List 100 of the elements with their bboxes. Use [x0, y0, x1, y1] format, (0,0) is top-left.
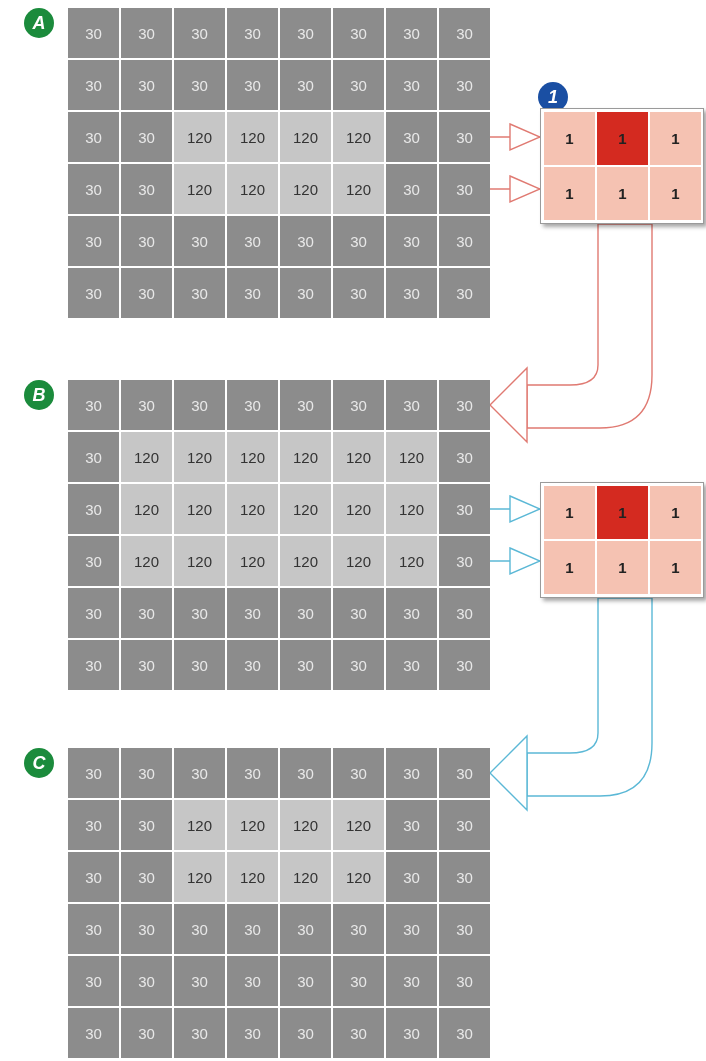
grid-cell: 30: [121, 904, 172, 954]
grid-cell: 120: [174, 852, 225, 902]
grid-cell: 30: [333, 640, 384, 690]
grid-cell: 30: [174, 956, 225, 1006]
grid-cell: 30: [227, 640, 278, 690]
grid-cell: 120: [280, 432, 331, 482]
grid-cell: 120: [280, 164, 331, 214]
grid-cell: 30: [68, 216, 119, 266]
grid-cell: 30: [333, 268, 384, 318]
grid-cell: 30: [121, 216, 172, 266]
grid-cell: 30: [280, 216, 331, 266]
grid-cell: 30: [386, 216, 437, 266]
kernel-cell: 1: [544, 112, 595, 165]
grid-cell: 30: [227, 1008, 278, 1058]
grid-cell: 30: [280, 956, 331, 1006]
grid-cell: 30: [439, 216, 490, 266]
kernel-cell: 1: [597, 486, 648, 539]
grid-cell: 30: [227, 8, 278, 58]
grid-cell: 30: [280, 60, 331, 110]
grid-cell: 120: [280, 536, 331, 586]
step-badge: C: [24, 748, 54, 778]
grid-cell: 30: [68, 588, 119, 638]
grid-cell: 30: [439, 800, 490, 850]
grid-cell: 120: [121, 432, 172, 482]
grid-cell: 30: [68, 164, 119, 214]
grid-cell: 30: [174, 60, 225, 110]
grid-cell: 30: [333, 904, 384, 954]
grid-cell: 120: [386, 536, 437, 586]
raster-grid: [68, 748, 490, 1058]
grid-cell: 120: [174, 164, 225, 214]
grid-cell: 30: [280, 588, 331, 638]
grid-cell: 30: [439, 904, 490, 954]
grid-cell: 30: [121, 640, 172, 690]
kernel-cell: 1: [650, 486, 701, 539]
kernel-cell: 1: [650, 112, 701, 165]
filter-kernel: [540, 482, 704, 598]
grid-cell: 30: [121, 112, 172, 162]
grid-cell: 120: [227, 484, 278, 534]
grid-cell: 120: [227, 112, 278, 162]
grid-cell: 30: [333, 60, 384, 110]
grid-cell: 30: [280, 268, 331, 318]
grid-cell: 30: [386, 640, 437, 690]
grid-cell: 30: [68, 484, 119, 534]
grid-cell: 30: [333, 216, 384, 266]
grid-cell: 30: [68, 800, 119, 850]
kernel-cell: 1: [544, 167, 595, 220]
raster-grid: [68, 8, 490, 318]
grid-cell: 120: [280, 484, 331, 534]
step-badge: A: [24, 8, 54, 38]
grid-cell: 30: [227, 380, 278, 430]
grid-cell: 30: [121, 1008, 172, 1058]
grid-cell: 120: [333, 164, 384, 214]
grid-cell: 30: [386, 380, 437, 430]
grid-cell: 30: [386, 956, 437, 1006]
grid-cell: 30: [174, 588, 225, 638]
grid-cell: 30: [280, 748, 331, 798]
grid-cell: 30: [439, 60, 490, 110]
grid-cell: 30: [174, 8, 225, 58]
grid-cell: 30: [280, 1008, 331, 1058]
grid-cell: 120: [121, 484, 172, 534]
grid-cell: 120: [174, 432, 225, 482]
grid-cell: 30: [280, 904, 331, 954]
grid-cell: 30: [174, 1008, 225, 1058]
grid-cell: 30: [439, 164, 490, 214]
kernel-cell: 1: [650, 541, 701, 594]
grid-cell: 30: [227, 216, 278, 266]
grid-cell: 30: [280, 8, 331, 58]
grid-cell: 120: [333, 484, 384, 534]
grid-cell: 120: [227, 164, 278, 214]
grid-cell: 120: [280, 852, 331, 902]
raster-grid: [68, 380, 490, 690]
grid-cell: 30: [386, 164, 437, 214]
filter-kernel: [540, 108, 704, 224]
grid-cell: 30: [439, 432, 490, 482]
grid-cell: 120: [174, 800, 225, 850]
grid-cell: 30: [227, 748, 278, 798]
grid-cell: 120: [333, 800, 384, 850]
arrow: [489, 223, 653, 443]
grid-cell: 30: [386, 800, 437, 850]
kernel-cell: 1: [544, 541, 595, 594]
grid-cell: 30: [439, 484, 490, 534]
grid-cell: 30: [174, 216, 225, 266]
grid-cell: 30: [439, 748, 490, 798]
grid-cell: 120: [174, 484, 225, 534]
grid-cell: 30: [174, 380, 225, 430]
grid-cell: 30: [386, 1008, 437, 1058]
grid-cell: 120: [333, 432, 384, 482]
grid-cell: 30: [68, 956, 119, 1006]
kernel-cell: 1: [597, 112, 648, 165]
grid-cell: 30: [439, 956, 490, 1006]
arrow: [489, 123, 541, 151]
grid-cell: 30: [68, 8, 119, 58]
grid-cell: 30: [333, 588, 384, 638]
grid-cell: 120: [386, 432, 437, 482]
grid-cell: 120: [174, 536, 225, 586]
grid-cell: 120: [227, 800, 278, 850]
grid-cell: 30: [333, 1008, 384, 1058]
arrow: [489, 175, 541, 203]
grid-cell: 30: [68, 432, 119, 482]
grid-cell: 30: [386, 904, 437, 954]
